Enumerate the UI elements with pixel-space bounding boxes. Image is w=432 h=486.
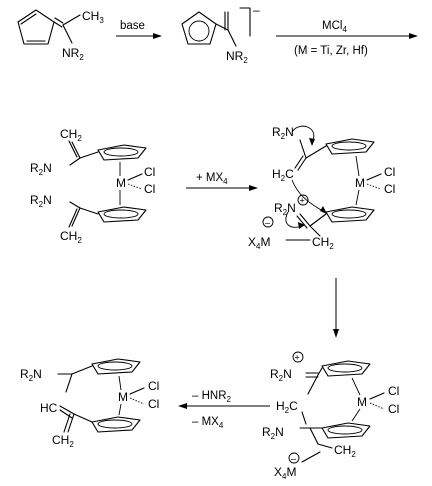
cyclopentadienide-anion: NR2 – (181, 3, 260, 65)
minus-charge-2: – (291, 454, 296, 464)
plus-charge-1: + (300, 196, 305, 206)
r2n-label-7: R2N (262, 425, 284, 441)
mcl4-arrow: MCl4 (M = Ti, Zr, Hf) (276, 20, 418, 57)
plus-charge-2: + (295, 353, 300, 363)
metals-label: (M = Ti, Zr, Hf) (294, 45, 368, 57)
r2n-label-3: R2N (272, 125, 294, 141)
r2n-label-5: R2N (20, 367, 42, 383)
r2n-label-4: R2N (274, 201, 296, 217)
cl-label-8: Cl (388, 402, 399, 416)
ch2-label-5: CH2 (334, 443, 356, 459)
anion-charge: – (253, 3, 260, 17)
nr2-label: NR2 (62, 46, 84, 62)
r2n-label-6: R2N (270, 367, 292, 383)
cyclized-intermediate: M Cl Cl R2N + H2C R2N CH2 X4M – (262, 351, 399, 481)
mcl4-label: MCl4 (322, 20, 347, 34)
metal-center-3: M (118, 390, 128, 404)
cl-label-4: Cl (384, 182, 395, 196)
h2c-label-1: H2C (272, 167, 294, 183)
nr2-label-anion: NR2 (226, 49, 248, 65)
cl-label-2: Cl (144, 182, 155, 196)
base-label: base (120, 20, 145, 32)
ch2-label-4: CH2 (52, 433, 74, 449)
base-arrow: base (116, 20, 162, 39)
ch3-label: CH3 (82, 9, 104, 25)
cl-label-7: Cl (388, 384, 399, 398)
elimination-arrow: – HNR2 – MX4 (178, 390, 270, 430)
ch2-label-2: CH2 (60, 229, 82, 245)
cl-label-6: Cl (148, 397, 159, 411)
r2n-label-2: R2N (30, 193, 52, 209)
ch2-label-1: CH2 (60, 127, 82, 143)
h2c-label-2: H2C (276, 399, 298, 415)
mx4-label: + MX4 (196, 172, 228, 186)
mx4-arrow: + MX4 (186, 172, 258, 191)
fulvene-molecule: CH3 NR2 (17, 9, 104, 62)
ch2-label-3: CH2 (312, 235, 334, 251)
minus-mx4-label: – MX4 (192, 416, 224, 430)
cl-label-3: Cl (384, 165, 395, 179)
x4m-label-2: X4M (274, 465, 296, 481)
metallocene-product: M Cl Cl CH2 R2N R2N CH2 (30, 127, 155, 245)
cl-label-1: Cl (144, 165, 155, 179)
metal-center-4: M (357, 395, 367, 409)
metal-center-2: M (355, 176, 365, 190)
attack-intermediate: M Cl Cl R2N H2C R2N + CH2 X4M – (248, 125, 395, 251)
hc-label: HC (40, 401, 58, 415)
r2n-label-1: R2N (30, 161, 52, 177)
down-arrow (333, 278, 339, 338)
minus-charge-1: – (265, 218, 270, 228)
minus-hnr2-label: – HNR2 (192, 390, 232, 404)
final-product: M Cl Cl R2N HC CH2 (20, 358, 159, 449)
x4m-label-1: X4M (248, 235, 270, 251)
cl-label-5: Cl (148, 379, 159, 393)
metal-center: M (116, 176, 126, 190)
